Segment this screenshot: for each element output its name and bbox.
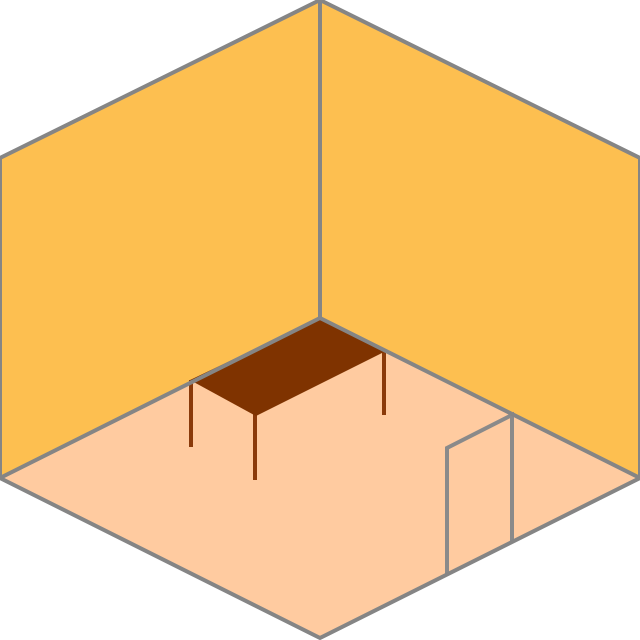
door [445, 411, 514, 575]
door-frame [445, 411, 514, 575]
table [189, 318, 386, 480]
table-top [190, 318, 386, 416]
